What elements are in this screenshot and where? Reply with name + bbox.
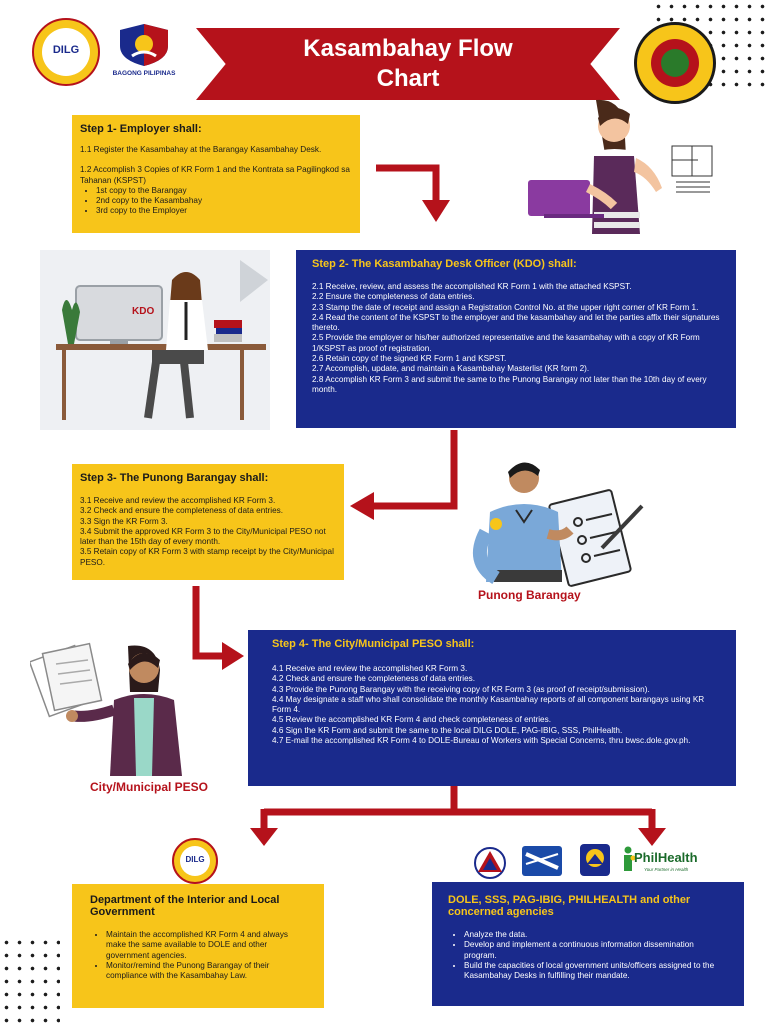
bagong-pilipinas-icon <box>120 24 168 66</box>
step1-copy-list: 1st copy to the Barangay 2nd copy to the… <box>80 186 352 217</box>
step4-item: 4.4 May designate a staff who shall cons… <box>272 694 705 715</box>
step4-item: 4.1 Receive and review the accomplished … <box>272 664 468 673</box>
step2-item: 2.8 Accomplish KR Form 3 and submit the … <box>312 374 707 394</box>
list-item: Monitor/remind the Punong Barangay of th… <box>106 961 306 982</box>
punong-barangay-caption: Punong Barangay <box>478 588 581 602</box>
dot-pattern-bottom-left <box>0 936 60 1024</box>
step2-item: 2.6 Retain copy of the signed KR Form 1 … <box>312 354 507 364</box>
list-item: 1st copy to the Barangay <box>96 186 352 196</box>
step1-box: Step 1- Employer shall: 1.1 Register the… <box>72 115 360 233</box>
philhealth-tagline: Your Partner in Health <box>644 867 689 872</box>
step2-box: Step 2- The Kasambahay Desk Officer (KDO… <box>296 250 736 428</box>
list-item: Maintain the accomplished KR Form 4 and … <box>106 930 306 961</box>
step2-heading: Step 2- The Kasambahay Desk Officer (KDO… <box>312 258 577 270</box>
dilg-box: Department of the Interior and Local Gov… <box>72 884 324 1008</box>
agencies-heading: DOLE, SSS, PAG-IBIG, PHILHEALTH and othe… <box>448 894 691 918</box>
step3-item: 3.2 Check and ensure the completeness of… <box>80 506 283 516</box>
step2-item: 2.3 Stamp the date of receipt and assign… <box>312 302 699 312</box>
list-item: Develop and implement a continuous infor… <box>464 940 728 961</box>
step4-item: 4.5 Review the accomplished KR Form 4 an… <box>272 715 551 725</box>
step3-item: 3.3 Sign the KR Form 3. <box>80 516 168 526</box>
peso-caption: City/Municipal PESO <box>90 780 209 794</box>
step4-heading: Step 4- The City/Municipal PESO shall: <box>272 638 475 650</box>
agencies-responsibility-list: Analyze the data. Develop and implement … <box>448 930 728 981</box>
page-title: Kasambahay Flow Chart <box>303 35 513 92</box>
arrow-step3-to-step4 <box>192 586 244 670</box>
bagong-pilipinas-text: BAGONG PILIPINAS <box>112 70 176 77</box>
list-item: Analyze the data. <box>464 930 728 940</box>
dilg-seal-icon: DILG <box>32 18 100 86</box>
step3-item: 3.4 Submit the approved KR Form 3 to the… <box>80 526 326 547</box>
step1-item: 1.2 Accomplish 3 Copies of KR Form 1 and… <box>80 165 350 185</box>
step4-item: 4.2 Check and ensure the completeness of… <box>272 674 475 684</box>
punong-barangay-illustration <box>472 462 644 587</box>
philhealth-logo: PhilHealth Your Partner in Health <box>620 846 704 878</box>
dole-logo-icon <box>474 847 506 879</box>
dilg-heading: Department of the Interior and Local Gov… <box>90 894 280 918</box>
step4-item: 4.7 E-mail the accomplished KR Form 4 to… <box>272 736 691 746</box>
step4-box: Step 4- The City/Municipal PESO shall: 4… <box>248 630 736 786</box>
dilg-seal-small-text: DILG <box>185 855 205 864</box>
step3-heading: Step 3- The Punong Barangay shall: <box>80 472 269 484</box>
dilg-seal-small-icon: DILG <box>172 838 218 884</box>
step2-item: 2.1 Receive, review, and assess the acco… <box>312 282 632 291</box>
agencies-box: DOLE, SSS, PAG-IBIG, PHILHEALTH and othe… <box>432 882 744 1006</box>
employer-illustration <box>528 99 662 234</box>
dilg-responsibility-list: Maintain the accomplished KR Form 4 and … <box>90 930 306 981</box>
step2-item: 2.2 Ensure the completeness of data entr… <box>312 292 475 302</box>
arrow-step2-to-step3 <box>350 430 458 520</box>
pagibig-logo-icon <box>580 844 610 876</box>
arrow-step1-to-step2 <box>376 164 450 222</box>
step4-item: 4.6 Sign the KR Form and submit the same… <box>272 725 623 735</box>
sss-logo-icon <box>522 846 562 876</box>
list-item: Build the capacities of local government… <box>464 961 728 982</box>
step2-item: 2.4 Read the content of the KSPST to the… <box>312 312 720 333</box>
step2-item: 2.5 Provide the employer or his/her auth… <box>312 333 700 353</box>
title-banner: Kasambahay Flow Chart <box>196 28 620 100</box>
bagong-pilipinas-logo: BAGONG PILIPINAS <box>112 22 176 82</box>
philhealth-text: PhilHealth <box>634 850 698 865</box>
barangay-seal-icon <box>634 22 716 104</box>
kdo-label: KDO <box>132 306 155 317</box>
step3-item: 3.5 Retain copy of KR Form 3 with stamp … <box>80 547 334 567</box>
peso-officer-illustration <box>30 642 182 776</box>
step3-box: Step 3- The Punong Barangay shall: 3.1 R… <box>72 464 344 580</box>
step2-item: 2.7 Accomplish, update, and maintain a K… <box>312 364 590 374</box>
step1-heading: Step 1- Employer shall: <box>80 123 202 135</box>
dilg-seal-text: DILG <box>52 44 80 56</box>
floor-plan-icon <box>671 145 713 193</box>
step4-item: 4.3 Provide the Punong Barangay with the… <box>272 684 650 694</box>
step3-item: 3.1 Receive and review the accomplished … <box>80 496 276 505</box>
philhealth-figure-icon <box>624 846 636 871</box>
arrow-step4-branch <box>250 786 666 846</box>
kdo-office-illustration: KDO <box>40 250 270 430</box>
list-item: 3rd copy to the Employer <box>96 206 352 216</box>
list-item: 2nd copy to the Kasambahay <box>96 196 352 206</box>
step1-item: 1.1 Register the Kasambahay at the Baran… <box>80 145 322 154</box>
